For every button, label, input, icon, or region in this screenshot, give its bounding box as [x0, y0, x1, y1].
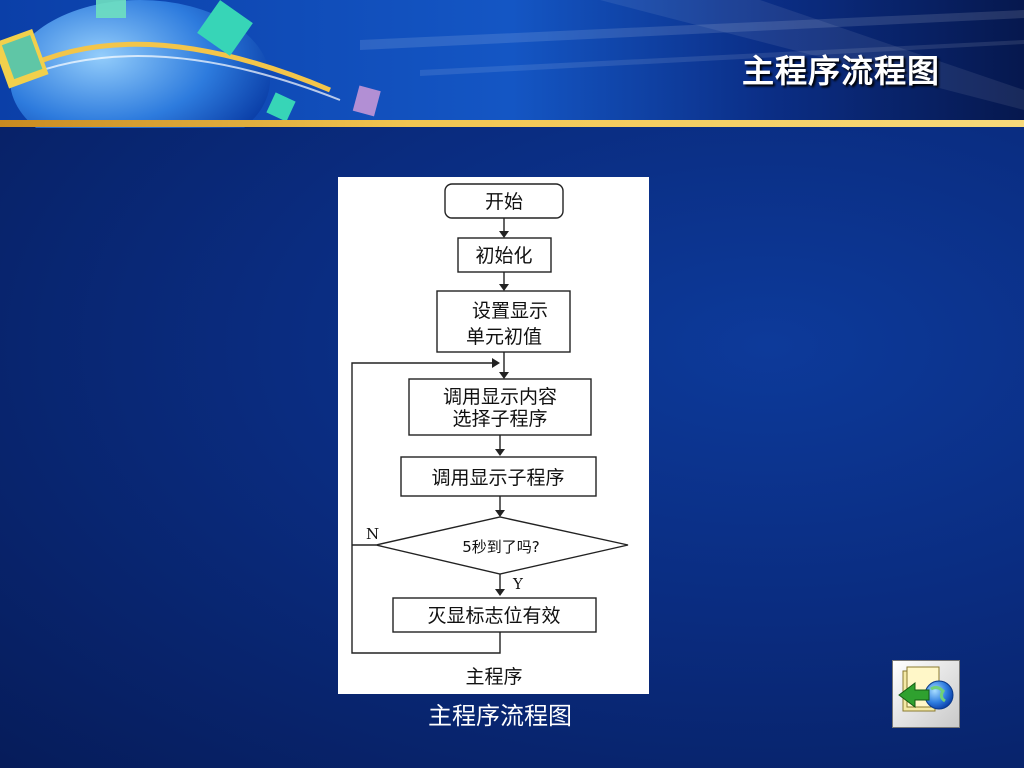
- yes-label: Y: [512, 575, 524, 593]
- node-clear-flag: [392, 597, 597, 633]
- node-init: [457, 237, 552, 273]
- header-banner: [0, 0, 1024, 128]
- arrow-down: [495, 449, 505, 456]
- node-clear-flag-label: 灭显标志位有效: [427, 605, 560, 627]
- flowchart-diagram: 开始 初始化 设置显示 单元初值 调用显示内容 选择子程序 调用显示子程序 5秒…: [351, 183, 629, 688]
- arrow-down: [499, 231, 509, 238]
- node-decision-label: 5秒到了吗?: [462, 538, 540, 556]
- slide-title: 主程序流程图: [741, 52, 940, 90]
- arrow-right: [492, 358, 500, 368]
- no-label: N: [366, 525, 379, 543]
- back-arrow-globe-icon: [898, 666, 954, 712]
- flowchart-panel: 开始 初始化 设置显示 单元初值 调用显示内容 选择子程序 调用显示子程序 5秒…: [338, 177, 649, 694]
- loop-line: [351, 362, 501, 654]
- arrow-down: [495, 510, 505, 517]
- node-set-display-line1: 设置显示: [472, 300, 548, 322]
- node-call-display-label: 调用显示子程序: [431, 467, 564, 489]
- node-start-label: 开始: [485, 191, 523, 213]
- node-select-line1: 调用显示内容: [443, 386, 557, 408]
- back-button[interactable]: [892, 660, 960, 728]
- figure-caption: 主程序流程图: [428, 702, 572, 730]
- node-init-label: 初始化: [475, 245, 532, 267]
- node-decision: [375, 516, 629, 575]
- arrow-down: [499, 372, 509, 379]
- node-set-display-line2: 单元初值: [466, 326, 542, 348]
- panel-caption: 主程序: [465, 666, 522, 688]
- arrow-down: [499, 284, 509, 291]
- arrow-down: [495, 589, 505, 596]
- node-call-display: [400, 456, 597, 497]
- node-select-line2: 选择子程序: [452, 408, 547, 430]
